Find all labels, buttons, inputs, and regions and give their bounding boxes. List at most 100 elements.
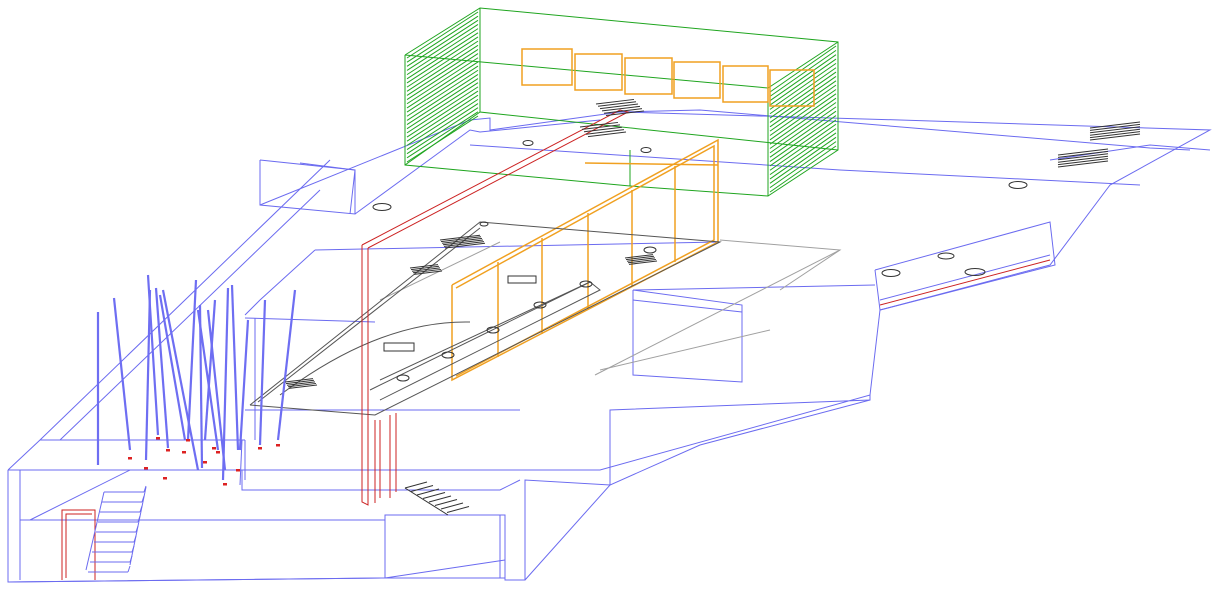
hatch-line	[406, 49, 479, 96]
stair-stringer	[129, 486, 147, 566]
grille-slat	[587, 131, 627, 138]
grille-slat	[583, 126, 623, 133]
hatch-line	[406, 115, 479, 163]
stair-tread	[428, 495, 452, 503]
grille-slat	[413, 270, 443, 275]
hatch-line	[406, 53, 479, 101]
hatch-line	[406, 11, 479, 59]
hatch-left-face	[406, 11, 479, 163]
grille-slat	[1089, 128, 1141, 136]
grille-slat	[443, 241, 485, 247]
grille-slat	[409, 264, 439, 269]
stair-tread	[404, 481, 428, 489]
grille-slat	[439, 234, 481, 241]
hatch-line	[406, 19, 479, 67]
grille-slat	[1089, 131, 1141, 139]
column	[112, 297, 132, 451]
hatch-line	[769, 49, 837, 97]
footing-marker	[276, 444, 280, 447]
footing-marker	[223, 483, 227, 486]
hatch-line	[406, 61, 479, 109]
column	[276, 289, 297, 441]
column	[258, 299, 267, 446]
grille-slat	[440, 236, 482, 243]
grille-slat	[285, 379, 315, 385]
grille-slat	[1089, 126, 1141, 134]
stair-tread	[416, 488, 440, 496]
hatch-line	[769, 84, 837, 132]
hatch-line	[769, 141, 837, 189]
grille-slat	[595, 98, 635, 105]
grille-slat	[1057, 153, 1109, 161]
grille-slat	[1089, 133, 1141, 141]
hatch-line	[769, 97, 837, 145]
grille-slat	[628, 260, 658, 265]
column	[206, 309, 227, 471]
grille-slat	[286, 381, 316, 386]
column	[154, 287, 170, 449]
stair-nosing	[127, 565, 131, 573]
grille-slat	[601, 105, 641, 112]
column	[198, 304, 204, 469]
footing-marker	[156, 437, 160, 440]
hatch-line	[406, 24, 479, 71]
grille-slat	[441, 237, 483, 244]
hatch-line	[406, 69, 479, 117]
grille-slat	[585, 129, 625, 135]
hatch-line	[769, 119, 837, 167]
orange-glazing	[451, 48, 815, 382]
grille-slat	[442, 239, 484, 246]
fixtures	[284, 98, 1141, 389]
column-footings	[128, 437, 280, 486]
hatch-line	[406, 44, 479, 92]
hatch-line	[406, 40, 479, 88]
footing-marker	[212, 447, 216, 450]
stair-tread	[446, 506, 470, 513]
stair-tread	[410, 485, 434, 492]
hatch-line	[769, 123, 837, 171]
hatch-line	[406, 78, 479, 125]
footing-marker	[216, 451, 220, 454]
grille-slat	[412, 268, 442, 274]
hatch-line	[406, 32, 479, 80]
red-frames	[61, 109, 1051, 580]
stair-tread	[422, 492, 446, 499]
footing-marker	[186, 439, 190, 442]
footing-marker	[236, 469, 240, 472]
grille-slat	[444, 242, 486, 249]
grille-slat	[599, 103, 639, 110]
footing-marker	[182, 451, 186, 454]
footing-marker	[144, 467, 148, 470]
column	[238, 319, 250, 451]
grille-slat	[1089, 123, 1141, 131]
hatch-line	[769, 45, 837, 93]
grille-slat	[411, 267, 441, 272]
column	[186, 279, 198, 441]
hatch-line	[406, 111, 479, 159]
hatch-line	[769, 71, 837, 119]
tilted-columns	[96, 274, 297, 481]
hatch-line	[406, 36, 479, 84]
hatch-line	[406, 15, 479, 63]
column	[158, 294, 187, 441]
footing-marker	[128, 457, 132, 460]
column	[221, 287, 230, 481]
grille-slat	[597, 101, 637, 107]
grille-slat	[410, 265, 440, 271]
stair-stringer	[404, 487, 449, 516]
hatch-right-face	[769, 45, 837, 193]
hatch-line	[769, 93, 837, 141]
hatch-line	[406, 94, 479, 142]
stairs	[85, 485, 147, 573]
hatch-line	[769, 76, 837, 123]
hatch-line	[406, 98, 479, 146]
hatch-line	[406, 103, 479, 150]
site-and-platform	[7, 109, 1212, 583]
upper-green-volume	[404, 7, 839, 197]
hatch-line	[769, 106, 837, 154]
hatch-line	[769, 102, 837, 149]
hatch-line	[406, 65, 479, 113]
grille-slat	[624, 254, 654, 259]
